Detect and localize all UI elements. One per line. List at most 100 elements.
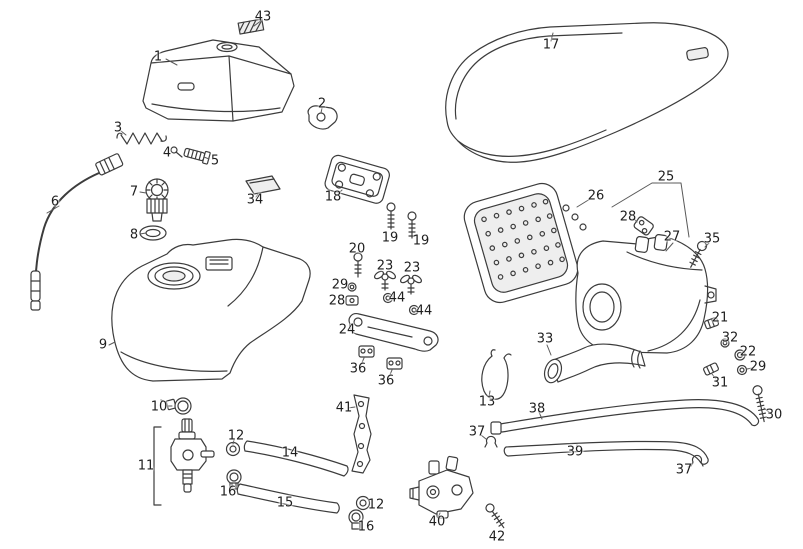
part-label-29: 29 — [331, 277, 349, 293]
part-label-11: 11 — [137, 458, 155, 474]
part-label-32: 32 — [721, 330, 739, 346]
part-label-16: 16 — [357, 519, 375, 535]
part-label-18: 18 — [324, 189, 342, 205]
part-label-23: 23 — [376, 258, 394, 274]
part-23-wing-bolt-b — [400, 274, 422, 295]
part-label-36: 36 — [377, 373, 395, 389]
seat-logo — [686, 47, 709, 61]
part-31-spacer — [703, 362, 719, 376]
part-33-intake-boot — [543, 343, 646, 384]
part-34-pad — [245, 175, 281, 195]
part-label-44: 44 — [388, 290, 406, 306]
part-label-23: 23 — [403, 260, 421, 276]
part-27-airbox — [575, 234, 717, 354]
part-label-25: 25 — [657, 169, 675, 185]
part-label-29: 29 — [749, 359, 767, 375]
part-19-screw-b — [407, 211, 417, 239]
part-20-screw — [353, 252, 363, 278]
part-35-screw — [689, 240, 708, 268]
part-label-39: 39 — [566, 444, 584, 460]
part-label-38: 38 — [528, 401, 546, 417]
part-13-wire-clip — [481, 349, 512, 400]
part-label-22: 22 — [739, 344, 757, 360]
filter-perforations — [481, 198, 565, 280]
part-label-44: 44 — [415, 303, 433, 319]
part-label-34: 34 — [246, 192, 264, 208]
part-26-air-filter — [463, 182, 587, 304]
part-label-21: 21 — [711, 310, 729, 326]
part-label-10: 10 — [150, 399, 168, 415]
part-label-27: 27 — [663, 229, 681, 245]
part-10-clamp — [160, 397, 192, 415]
part-label-12: 12 — [227, 428, 245, 444]
part-12-clip-b — [355, 495, 371, 511]
part-label-20: 20 — [348, 241, 366, 257]
part-36-block-b — [386, 357, 403, 370]
part-label-3: 3 — [113, 120, 123, 136]
part-label-8: 8 — [129, 227, 139, 243]
part-label-14: 14 — [281, 445, 299, 461]
part-37-clip-a — [484, 435, 498, 448]
part-label-24: 24 — [338, 322, 356, 338]
part-28-nut-left — [345, 295, 359, 306]
part-label-2: 2 — [317, 96, 327, 112]
part-2-clamp — [307, 105, 338, 130]
part-21-bolt — [704, 317, 720, 330]
part-44-washer-b — [408, 304, 420, 316]
part-7-fuel-tap — [145, 178, 169, 222]
part-label-1: 1 — [153, 49, 163, 65]
part-label-30: 30 — [765, 407, 783, 423]
part-30-bolt — [752, 385, 767, 423]
part-19-screw-a — [386, 202, 396, 230]
part-label-37: 37 — [675, 462, 693, 478]
part-3-spring — [116, 132, 167, 145]
part-label-35: 35 — [703, 231, 721, 247]
part-label-28: 28 — [328, 293, 346, 309]
part-label-41: 41 — [335, 400, 353, 416]
part-29-washer-a — [347, 282, 357, 292]
part-14-hose — [243, 440, 349, 477]
part-label-28: 28 — [619, 209, 637, 225]
part-label-37: 37 — [468, 424, 486, 440]
leader-lines — [46, 19, 770, 519]
part-label-13: 13 — [478, 394, 496, 410]
part-16-clamp-b — [348, 509, 364, 530]
part-1-tank-cover — [142, 39, 295, 122]
part-40-valve-body — [409, 455, 474, 519]
part-label-5: 5 — [210, 153, 220, 169]
part-label-31: 31 — [711, 375, 729, 391]
part-label-33: 33 — [536, 331, 554, 347]
part-label-9: 9 — [98, 337, 108, 353]
part-42-screw — [485, 503, 505, 529]
part-29-washer-b — [736, 364, 748, 376]
part-17-seat — [445, 22, 729, 163]
part-label-12: 12 — [367, 497, 385, 513]
part-36-block-a — [358, 345, 375, 358]
part-4-pin — [170, 146, 183, 158]
part-23-wing-bolt-a — [374, 270, 396, 291]
part-11-fuel-valve — [153, 418, 215, 506]
part-41-strip — [351, 394, 372, 474]
part-43-plate — [237, 18, 265, 35]
part-8-ring — [139, 225, 167, 241]
part-label-36: 36 — [349, 361, 367, 377]
part-9-fuel-tank — [111, 238, 311, 382]
part-24-bracket — [348, 313, 439, 352]
part-label-19: 19 — [412, 233, 430, 249]
part-label-19: 19 — [381, 230, 399, 246]
part-label-42: 42 — [488, 529, 506, 545]
part-label-40: 40 — [428, 514, 446, 530]
part-label-17: 17 — [542, 37, 560, 53]
part-32-washer — [720, 338, 730, 348]
part-label-7: 7 — [129, 184, 139, 200]
part-label-16: 16 — [219, 484, 237, 500]
part-15-hose — [236, 483, 340, 514]
part-22-nut — [734, 349, 746, 361]
part-16-clamp-a — [226, 469, 242, 490]
part-label-6: 6 — [50, 194, 60, 210]
part-label-4: 4 — [162, 145, 172, 161]
part-38-hose — [490, 399, 760, 435]
